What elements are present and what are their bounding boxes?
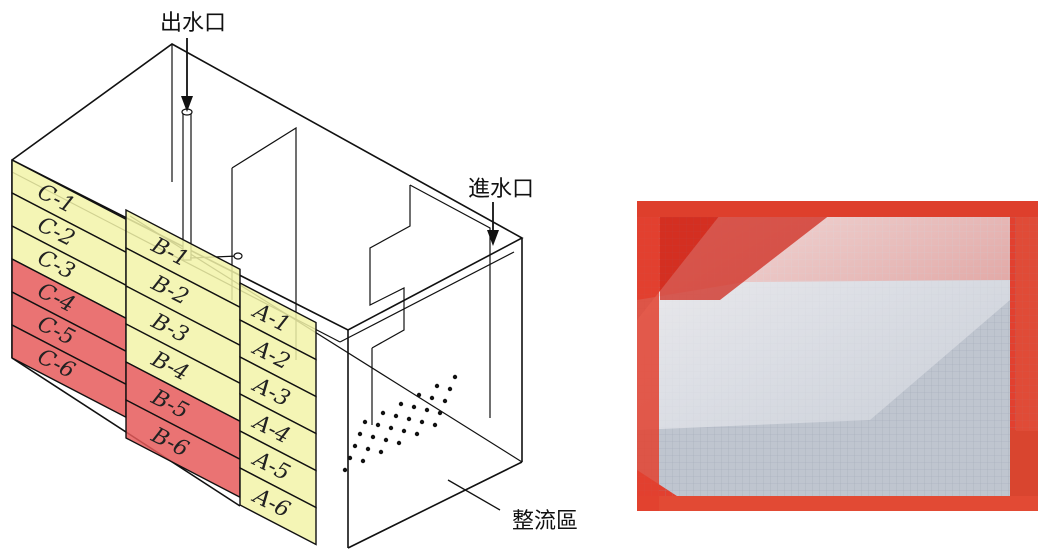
inlet-label-group: 進水口: [468, 177, 534, 246]
flow-hole: [398, 401, 404, 407]
flow-hole: [365, 446, 371, 452]
photo-left-frame: [637, 201, 659, 511]
flow-hole: [434, 383, 440, 389]
outlet-pipe: [181, 108, 243, 261]
flow-hole: [401, 428, 407, 434]
photo-red-block: [660, 211, 835, 300]
flow-hole: [383, 437, 389, 443]
flow-hole: [437, 410, 443, 416]
flow-hole: [429, 395, 435, 401]
flow-hole: [411, 404, 417, 410]
outlet-arrow-icon: [181, 96, 193, 112]
photo-bottom-frame: [637, 496, 1038, 511]
flow-hole: [424, 407, 430, 413]
flow-straightener-label-group: 整流區: [447, 479, 578, 534]
flow-hole: [342, 467, 348, 473]
outlet-label-group: 出水口: [160, 11, 226, 112]
photo-top-frame: [637, 201, 1038, 217]
flow-hole: [419, 419, 425, 425]
flow-hole: [416, 392, 422, 398]
zone-cell-a-6: [239, 466, 317, 546]
flow-hole: [442, 398, 448, 404]
inlet-label: 進水口: [468, 177, 534, 202]
flow-hole: [370, 434, 376, 440]
zone-column-b: B-1B-2B-3B-4B-5B-6: [125, 208, 241, 499]
flow-hole: [375, 422, 381, 428]
flow-hole: [452, 374, 458, 380]
flow-hole: [357, 431, 363, 437]
outlet-label: 出水口: [160, 11, 226, 36]
flow-hole: [447, 386, 453, 392]
flow-hole: [378, 449, 384, 455]
flow-hole: [352, 443, 358, 449]
flow-hole: [388, 425, 394, 431]
flow-hole: [414, 431, 420, 437]
flow-straightener-holes: [342, 374, 458, 473]
flow-straightener-label: 整流區: [512, 509, 578, 534]
flow-hole: [393, 413, 399, 419]
flow-hole: [380, 410, 386, 416]
flow-hole: [360, 458, 366, 464]
tank-diagram: C-1C-2C-3C-4C-5C-6 B-1B-2B-3B-4B-5B-6 A-…: [11, 11, 578, 549]
flow-hole: [432, 422, 438, 428]
flow-hole: [396, 440, 402, 446]
zone-column-a: A-1A-2A-3A-4A-5A-6: [239, 281, 317, 546]
inlet-baffle: [369, 184, 491, 425]
zone-column-c: C-1C-2C-3C-4C-5C-6: [11, 158, 127, 419]
flow-hole: [362, 419, 368, 425]
inlet-arrow-icon: [487, 230, 499, 246]
photo-right-edge: [1016, 201, 1038, 431]
flow-hole: [347, 455, 353, 461]
flow-hole: [406, 416, 412, 422]
tank-photo: [637, 201, 1038, 511]
